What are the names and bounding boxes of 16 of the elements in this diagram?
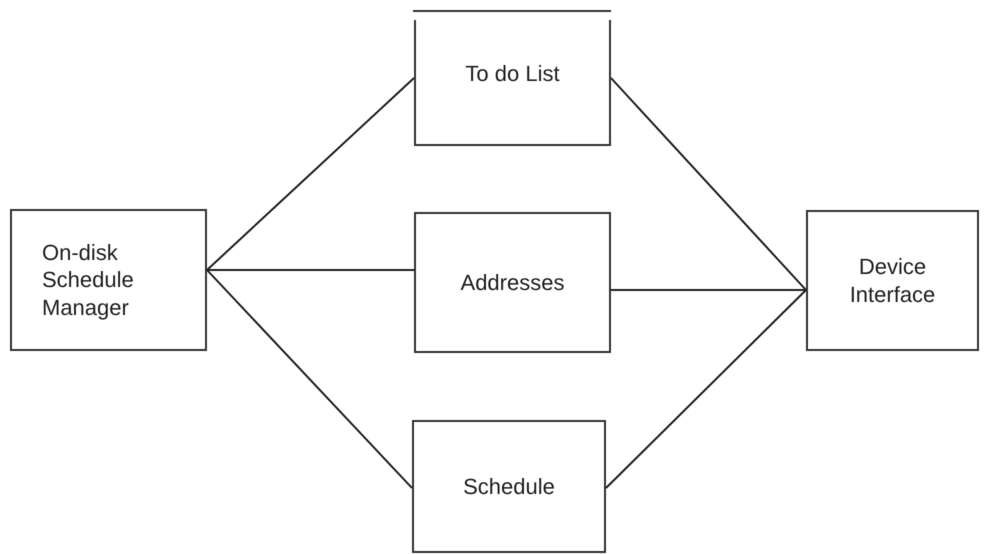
process-box [414, 20, 611, 146]
connector-line [611, 289, 806, 291]
connector-line [206, 269, 413, 489]
process-box [10, 209, 207, 351]
process-box [414, 212, 611, 353]
box-label: On-disk Schedule Manager [42, 238, 135, 322]
connector-line [207, 269, 414, 271]
connector-line [605, 289, 807, 489]
connector-line [206, 77, 415, 271]
process-box [412, 420, 606, 553]
box-label: To do List [465, 60, 560, 88]
box-label: Schedule [463, 472, 555, 500]
box-label: Device Interface [848, 253, 936, 308]
connector-line [610, 77, 807, 291]
process-box [806, 210, 979, 351]
box-label: Addresses [460, 268, 564, 296]
